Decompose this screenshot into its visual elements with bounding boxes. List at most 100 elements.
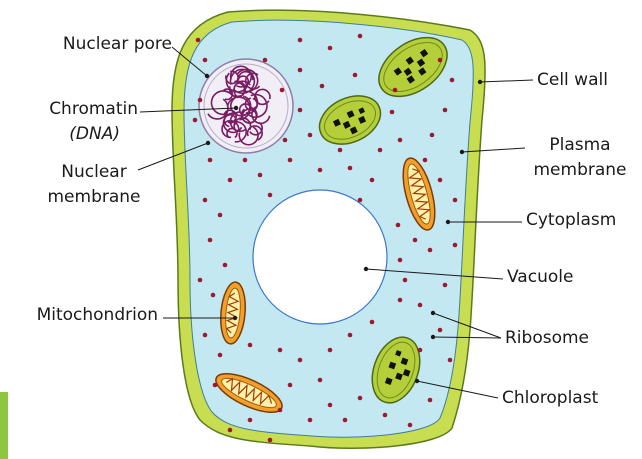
chromatin-strand — [244, 72, 261, 90]
label-cell-wall: Cell wall — [537, 70, 608, 90]
vacuole — [252, 189, 388, 325]
corner-accent-bar — [0, 392, 8, 459]
ribosome-dot — [307, 132, 313, 138]
label-nuclear: Nuclear — [61, 162, 127, 182]
ribosome-dot — [212, 382, 218, 388]
ribosome-dot — [357, 197, 363, 203]
ribosome-dot — [437, 327, 443, 333]
chromatin-strand — [249, 121, 263, 136]
ribosome-dot — [207, 157, 213, 163]
leader-endpoints — [204, 73, 483, 384]
nucleus — [198, 58, 294, 154]
ribosome-dot — [207, 237, 213, 243]
chromatin-strand — [207, 98, 229, 120]
label-chromatin: Chromatin — [49, 99, 138, 119]
ribosome-dot — [287, 157, 293, 163]
ribosome-dot — [402, 277, 408, 283]
ribosome-dot — [197, 97, 203, 103]
chromatin-strands — [207, 65, 271, 146]
chromatin-strand — [237, 70, 254, 81]
ribosome-dot — [377, 147, 383, 153]
ribosome-dot — [417, 302, 423, 308]
ribosome-dot — [247, 342, 253, 348]
ribosome-dot — [357, 395, 363, 401]
ribosome-dot — [407, 422, 413, 428]
leader-plasma-membrane — [461, 147, 526, 153]
chloroplast-2 — [318, 95, 382, 145]
ribosome-dot — [217, 352, 223, 358]
ribosome-dot — [297, 107, 303, 113]
ribosome-dot — [282, 137, 288, 143]
label-mitochondrion: Mitochondrion — [36, 305, 158, 325]
leader-chloroplast — [416, 380, 499, 399]
leader-vacuole — [365, 268, 504, 280]
ribosome-dot — [452, 197, 458, 203]
ribosome-dot — [412, 237, 418, 243]
ribosome-dot — [202, 197, 208, 203]
leader-ribosome-2 — [432, 336, 502, 339]
chromatin-strand — [238, 126, 259, 146]
leader-lines — [137, 46, 534, 399]
label-ribosome: Ribosome — [505, 328, 590, 348]
ribosome-dot — [257, 172, 263, 178]
chromatin-strand — [245, 93, 268, 118]
ribosome-dot — [382, 412, 388, 418]
ribosome-dot — [287, 382, 293, 388]
ribosome-dot — [317, 167, 323, 173]
ribosome-dot — [442, 282, 448, 288]
ribosome-dot — [210, 292, 216, 298]
leader-ribosome-1 — [432, 312, 502, 339]
ribosome-dot — [247, 417, 253, 423]
ribosome-dot — [417, 347, 423, 353]
ribosome-dot — [337, 147, 343, 153]
chloroplast-3 — [371, 336, 421, 404]
chromatin-strand — [210, 90, 234, 116]
ribosome-dot — [452, 242, 458, 248]
ribosome-dot — [222, 262, 228, 268]
leader-chromatin — [139, 107, 237, 113]
chromatin-strand — [229, 111, 247, 132]
ribosome-dot — [277, 347, 283, 353]
ribosome-dot — [297, 67, 303, 73]
ribosome-dot — [422, 157, 428, 163]
ribosome-dot — [429, 132, 435, 138]
mitochondrion-3 — [215, 373, 283, 413]
leader-nuclear-pore — [171, 46, 208, 77]
ribosome-dot — [297, 37, 303, 43]
label-nuclear-membrane: membrane — [47, 187, 141, 207]
ribosome-dot — [357, 33, 363, 39]
ribosome-dot — [437, 57, 443, 63]
leader-cell-wall — [479, 79, 534, 83]
ribosome-dot — [397, 297, 403, 303]
ribosome-dot — [217, 212, 223, 218]
mitochondrion-2 — [219, 281, 247, 345]
ribosome-dot — [262, 57, 268, 63]
chromatin-strand — [229, 121, 247, 143]
ribosome-dot — [327, 45, 333, 51]
ribosome-dot — [327, 402, 333, 408]
leader-nuclear-membrane — [137, 142, 209, 171]
label-plasma-membrane: membrane — [533, 160, 627, 180]
chromatin-strand — [230, 95, 252, 117]
ribosome-dot — [389, 109, 395, 115]
ribosome-dot — [352, 72, 358, 78]
ribosome-dot — [227, 177, 233, 183]
chromatin-strand — [246, 125, 263, 141]
ribosome-dot — [442, 107, 448, 113]
ribosome-dot — [449, 77, 455, 83]
ribosome-dot — [195, 37, 201, 43]
chloroplast-1 — [378, 36, 448, 98]
chromatin-strand — [226, 96, 251, 121]
ribosome-dot — [267, 192, 273, 198]
label-nuclear-pore: Nuclear pore — [62, 34, 172, 54]
ribosome-dot — [437, 177, 443, 183]
ribosome-dot — [347, 165, 353, 171]
ribosome-dot — [192, 117, 198, 123]
ribosomes — [192, 33, 458, 443]
ribosome-dot — [279, 87, 285, 93]
ribosome-dot — [319, 83, 325, 89]
chromatin-strand — [244, 90, 259, 115]
ribosome-dot — [317, 377, 323, 383]
label-vacuole: Vacuole — [507, 267, 574, 287]
